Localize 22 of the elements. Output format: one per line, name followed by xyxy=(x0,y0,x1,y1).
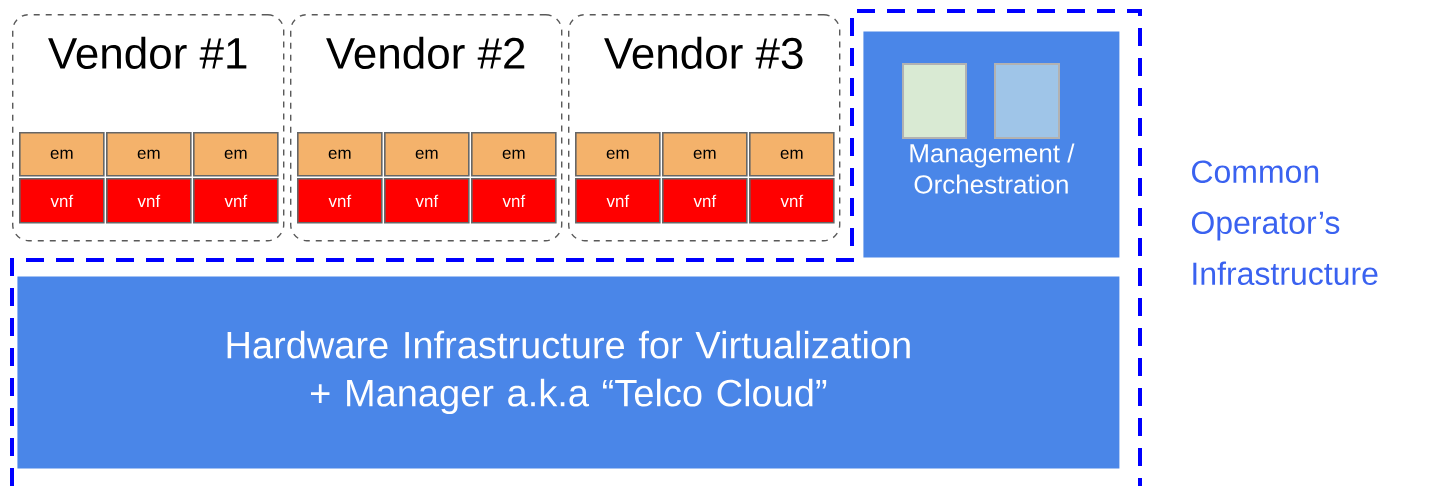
em-box: em xyxy=(471,132,557,177)
module-box xyxy=(902,63,967,139)
vnf-box: vnf xyxy=(471,178,557,224)
em-box: em xyxy=(106,132,192,177)
em-box: em xyxy=(297,132,383,177)
infrastructure-box: Hardware Infrastructure for Virtualization + Manager a.k.a “Telco Cloud” xyxy=(17,276,1120,469)
vnf-box: vnf xyxy=(662,178,748,224)
vnf-box: vnf xyxy=(297,178,383,224)
vnf-box: vnf xyxy=(749,178,835,224)
module-box xyxy=(994,63,1060,139)
vnf-box: vnf xyxy=(575,178,661,224)
em-box: em xyxy=(575,132,661,177)
boundary-label: Common Operator’s Infrastructure xyxy=(1191,160,1378,286)
em-box: em xyxy=(19,132,105,177)
vnf-box: vnf xyxy=(19,178,105,224)
em-box: em xyxy=(749,132,835,177)
vnf-box: vnf xyxy=(193,178,279,224)
vnf-box: vnf xyxy=(384,178,470,224)
vnf-box: vnf xyxy=(106,178,192,224)
em-box: em xyxy=(193,132,279,177)
em-box: em xyxy=(662,132,748,177)
em-box: em xyxy=(384,132,470,177)
